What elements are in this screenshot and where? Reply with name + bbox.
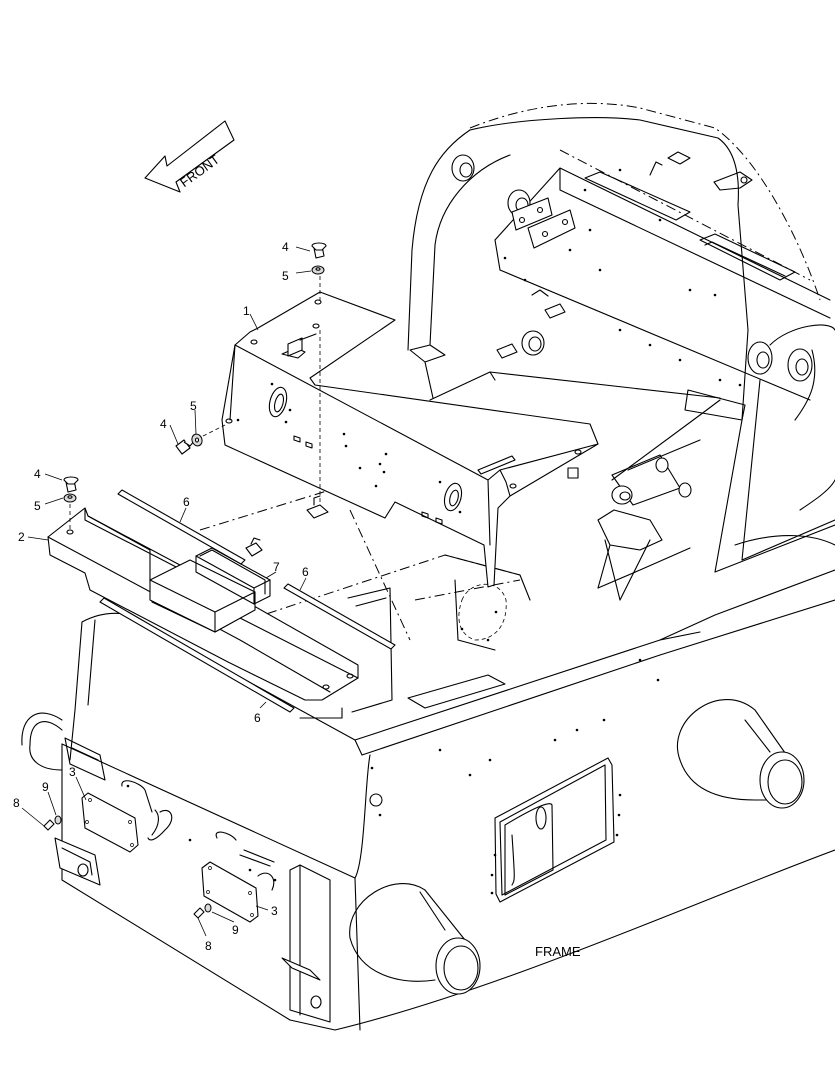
axle-housing-rear-right	[677, 699, 805, 809]
bolt-4-top	[311, 242, 327, 259]
callout-3-left: 3	[69, 765, 76, 779]
callout-9-left: 9	[42, 780, 49, 794]
axle-housing-front-right	[349, 883, 481, 995]
callout-7: 7	[273, 560, 280, 574]
part-1-cover-plate	[221, 291, 599, 588]
callout-5-mid: 5	[190, 399, 197, 413]
screw-8-right	[193, 907, 205, 919]
washer-5-mid	[191, 433, 203, 447]
callout-2: 2	[18, 530, 25, 544]
washer-9-right	[204, 903, 212, 913]
callout-1: 1	[243, 304, 250, 318]
washer-5-left	[63, 493, 77, 503]
callout-8-left: 8	[13, 796, 20, 810]
callout-labels: 4 5 1 5 4 4 5 6 2 7 6 6 3 9 8 3 9 8	[13, 240, 309, 953]
part-2-cover-plate	[47, 507, 359, 701]
under-bracket	[306, 504, 329, 519]
screw-8-left	[43, 819, 55, 831]
callout-leaders	[21, 246, 312, 937]
callout-3-right: 3	[271, 904, 278, 918]
frame-caption: FRAME	[535, 944, 581, 959]
washer-9-left	[54, 815, 62, 825]
callout-6-top: 6	[183, 495, 190, 509]
callout-4-top: 4	[282, 240, 289, 254]
center-line-side	[202, 424, 226, 437]
callout-6-low: 6	[254, 711, 261, 725]
front-face-slots	[121, 780, 275, 891]
main-frame	[21, 102, 835, 1031]
frame-hole	[369, 793, 383, 807]
bolt-4-left	[63, 476, 79, 493]
callout-4-left: 4	[34, 467, 41, 481]
callout-8-right: 8	[205, 939, 212, 953]
part-3-cover-left	[81, 792, 139, 853]
front-arrow-icon: FRONT	[144, 120, 235, 193]
callout-4-mid: 4	[160, 417, 167, 431]
rivet-dots	[126, 168, 742, 895]
part-6-seal-strips	[99, 489, 396, 713]
callout-5-left: 5	[34, 499, 41, 513]
washer-5-top	[311, 265, 325, 275]
callout-6-mid: 6	[302, 565, 309, 579]
part-3-cover-right	[201, 861, 259, 923]
callout-5-top: 5	[282, 269, 289, 283]
tie-down-bracket-right	[281, 864, 331, 1023]
tie-down-bracket-left	[54, 737, 106, 886]
callout-9-right: 9	[232, 923, 239, 937]
side-access-cover	[494, 757, 615, 903]
